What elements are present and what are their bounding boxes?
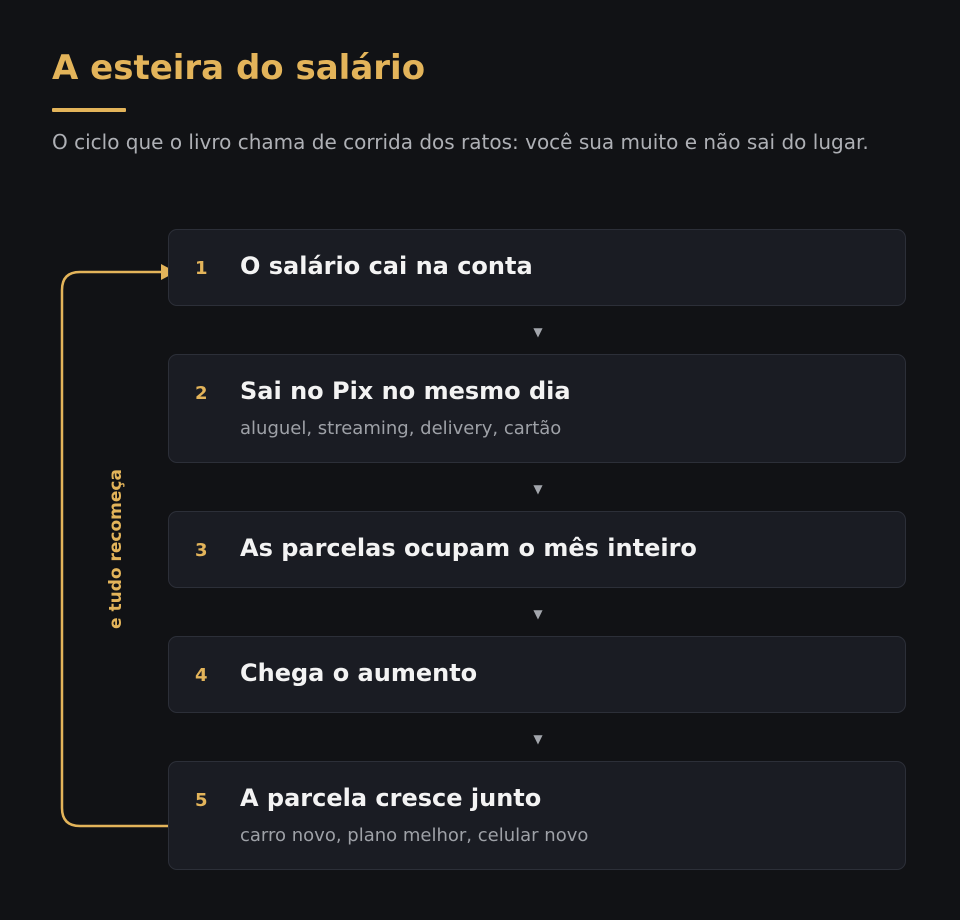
page-title: A esteira do salário xyxy=(52,48,426,88)
step-title: Chega o aumento xyxy=(240,659,478,687)
step-title: A parcela cresce junto xyxy=(240,784,542,812)
step-number: 2 xyxy=(195,383,208,404)
step-title: O salário cai na conta xyxy=(240,252,533,280)
step-number: 1 xyxy=(195,258,208,279)
step-detail: carro novo, plano melhor, celular novo xyxy=(240,825,589,846)
step-number: 5 xyxy=(195,790,208,811)
step-card-1: 1 O salário cai na conta xyxy=(168,229,906,306)
step-number: 4 xyxy=(195,665,208,686)
step-number: 3 xyxy=(195,540,208,561)
page-subtitle: O ciclo que o livro chama de corrida dos… xyxy=(52,130,869,154)
step-title: As parcelas ocupam o mês inteiro xyxy=(240,534,697,562)
step-title: Sai no Pix no mesmo dia xyxy=(240,377,571,405)
step-connector-arrow: ▼ xyxy=(533,482,543,496)
step-card-5: 5 A parcela cresce junto carro novo, pla… xyxy=(168,761,906,870)
step-detail: aluguel, streaming, delivery, cartão xyxy=(240,418,562,439)
step-connector-arrow: ▼ xyxy=(533,325,543,339)
step-card-3: 3 As parcelas ocupam o mês inteiro xyxy=(168,511,906,588)
step-card-2: 2 Sai no Pix no mesmo dia aluguel, strea… xyxy=(168,354,906,463)
loop-label: e tudo recomeça xyxy=(106,469,126,629)
step-connector-arrow: ▼ xyxy=(533,732,543,746)
step-card-4: 4 Chega o aumento xyxy=(168,636,906,713)
title-underline xyxy=(52,108,126,112)
step-connector-arrow: ▼ xyxy=(533,607,543,621)
